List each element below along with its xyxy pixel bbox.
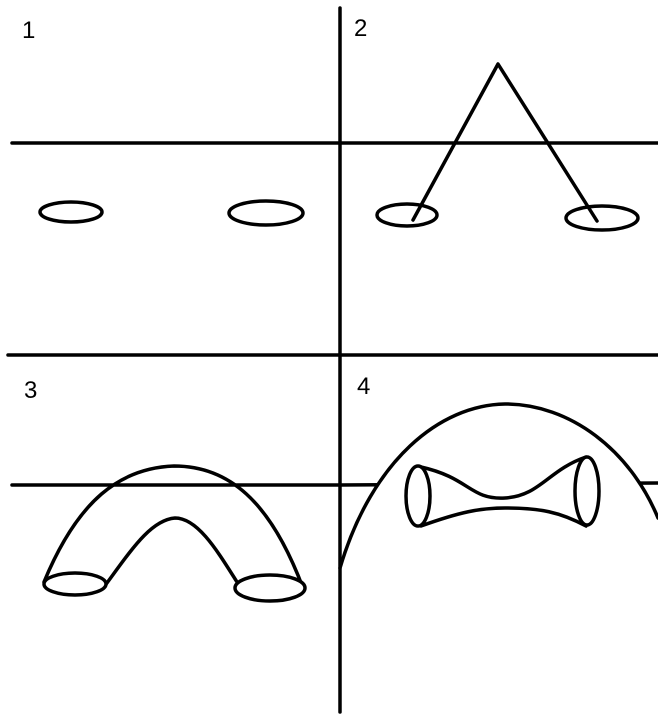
panel-1-left-hole — [40, 202, 102, 222]
panel-2-right-hole — [566, 206, 638, 230]
panel-3-tube-inner-edge — [104, 518, 237, 587]
panel-1-right-hole — [229, 201, 303, 225]
panel-3-right-mouth — [235, 575, 305, 601]
panel-4: 4 — [340, 373, 658, 568]
panel-4-curved-space — [340, 404, 658, 568]
panel-1-label: 1 — [22, 17, 35, 44]
panel-1: 1 — [12, 17, 340, 225]
panel-2-label: 2 — [354, 15, 367, 42]
panel-3: 3 — [12, 377, 340, 601]
panel-4-left-mouth — [406, 466, 430, 526]
panel-2: 2 — [340, 15, 658, 230]
panel-4-label: 4 — [357, 373, 370, 400]
panel-3-label: 3 — [24, 377, 37, 404]
panel-2-left-hole — [377, 204, 437, 226]
panel-4-right-mouth — [575, 457, 599, 525]
panel-3-left-mouth — [44, 573, 106, 595]
